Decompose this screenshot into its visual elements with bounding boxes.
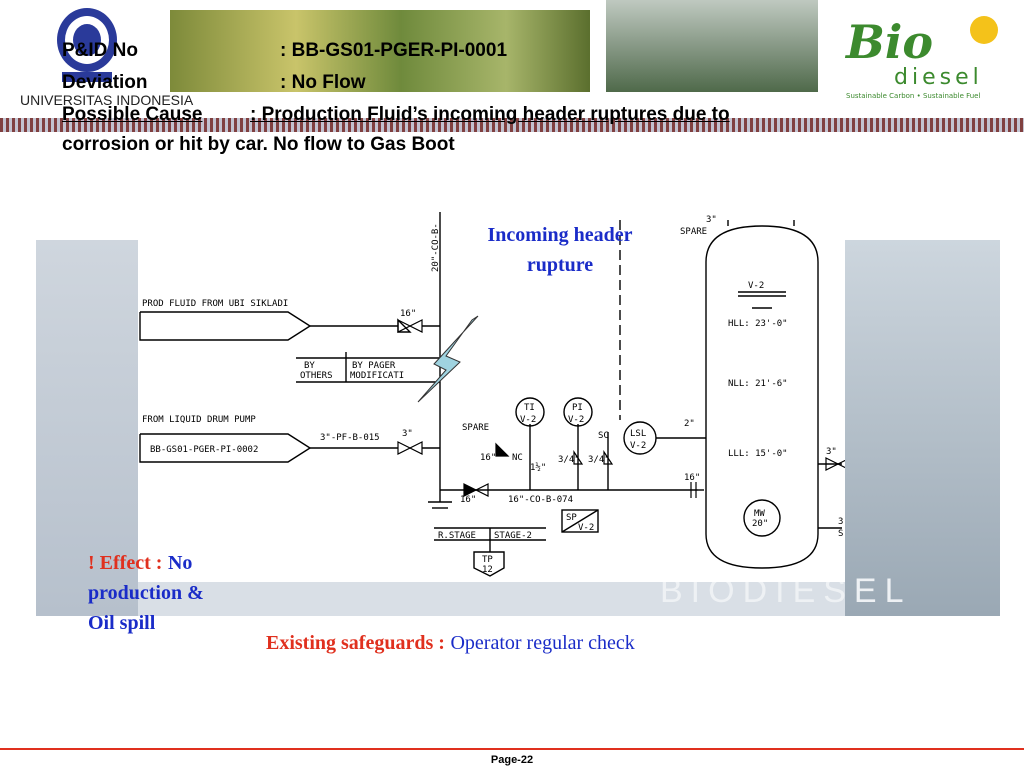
cause-value-line2: corrosion or hit by car. No flow to Gas …: [62, 134, 455, 155]
prod-fluid-label: PROD FLUID FROM UBI SIKLADI: [142, 299, 288, 309]
vessel-tag: V-2: [748, 281, 764, 291]
by-label: BY: [304, 361, 315, 371]
logo-tagline: Sustainable Carbon • Sustainable Fuel: [846, 92, 980, 100]
pid-label: P&ID No: [62, 40, 138, 61]
lsl-label: LSL: [630, 429, 646, 439]
effect-prefix: ! Effect :: [88, 552, 163, 574]
lll-label: LLL: 15'-0": [728, 449, 788, 459]
header-photo-plant: [606, 0, 818, 92]
sp-tag: V-2: [578, 523, 594, 533]
tp-label: TP: [482, 555, 493, 565]
cause-value: : Production Fluid’s incoming header rup…: [250, 104, 730, 125]
pf-line-label: 3"-PF-B-015: [320, 433, 380, 443]
modificati-label: MODIFICATI: [350, 371, 404, 381]
effect-text-3: Oil spill: [88, 612, 156, 634]
three-top-label: 3": [706, 215, 717, 225]
others-label: OTHERS: [300, 371, 333, 381]
valve-16-label: 16": [400, 309, 416, 319]
deviation-label: Deviation: [62, 72, 148, 93]
header-photo-palm: [170, 10, 590, 92]
right-3-label: 3": [826, 447, 837, 457]
effect-text-1: No: [167, 552, 193, 574]
page-number: Page-22: [490, 754, 534, 766]
background-left-photo: [36, 240, 138, 616]
by-pager-label: BY PAGER: [352, 361, 396, 371]
mw-size: 20": [752, 519, 768, 529]
right-3b-label: 3: [838, 517, 843, 527]
university-logo: [52, 4, 122, 86]
cause-label: Possible Cause: [62, 104, 203, 125]
right-s-label: S: [838, 529, 843, 539]
ti-label: TI: [524, 403, 535, 413]
pid-value: : BB-GS01-PGER-PI-0001: [280, 40, 508, 61]
rupture-label-line1: Incoming header: [487, 224, 633, 246]
mw-label: MW: [754, 509, 765, 519]
r-stage-label: R.STAGE: [438, 531, 476, 541]
valve-16-nc-label: 16": [480, 453, 496, 463]
effect-text-2: production &: [88, 582, 204, 604]
pid-diagram: 20"-CO-B- PROD FLUID FROM UBI SIKLADI 16…: [138, 212, 845, 582]
lsl-tag: V-2: [630, 441, 646, 451]
rupture-label-line2: rupture: [526, 254, 594, 276]
safeguards-block: Existing safeguards : Operator regular c…: [266, 632, 635, 655]
pi-tag: V-2: [568, 415, 584, 425]
co-074-label: 16"-CO-B-074: [508, 495, 573, 505]
header-band: [0, 118, 1024, 132]
pi-label: PI: [572, 403, 583, 413]
nc-label: NC: [512, 453, 523, 463]
footer-line: [0, 748, 1024, 750]
quarter-2-label: 3/4": [588, 455, 610, 465]
rupture-lightning-icon: [417, 315, 479, 403]
sp-label: SP: [566, 513, 577, 523]
sc-label: SC: [598, 431, 609, 441]
spare-label: SPARE: [462, 423, 489, 433]
ref-box-label: BB-GS01-PGER-PI-0002: [150, 445, 258, 455]
logo-bio-text: Bio: [844, 15, 933, 69]
valve-16-lower-label: 16": [460, 495, 476, 505]
nll-label: NLL: 21'-6": [728, 379, 788, 389]
effect-block: ! Effect : No production & Oil spill: [88, 548, 204, 638]
quarter-1-label: 3/4": [558, 455, 580, 465]
from-liquid-label: FROM LIQUID DRUM PUMP: [142, 415, 256, 425]
hll-label: HLL: 23'-0": [728, 319, 788, 329]
logo-diesel-text: diesel: [894, 65, 983, 90]
half-inch-label: 1½": [530, 462, 546, 473]
biodiesel-logo: Bio diesel Sustainable Carbon • Sustaina…: [842, 6, 1012, 100]
two-inch-label: 2": [684, 419, 695, 429]
background-right-photo: [845, 240, 1000, 616]
university-label: UNIVERSITAS INDONESIA: [20, 92, 194, 108]
valve-16-vessel-label: 16": [684, 473, 700, 483]
line-20co: 20"-CO-B-: [431, 223, 441, 272]
safeguards-value: Operator regular check: [450, 632, 635, 654]
spare-top-label: SPARE: [680, 227, 707, 237]
valve-3-label: 3": [402, 429, 413, 439]
safeguards-label: Existing safeguards :: [266, 632, 445, 654]
deviation-value: : No Flow: [280, 72, 366, 93]
ti-tag: V-2: [520, 415, 536, 425]
tp-number: 12: [482, 565, 493, 575]
stage-2-label: STAGE-2: [494, 531, 532, 541]
